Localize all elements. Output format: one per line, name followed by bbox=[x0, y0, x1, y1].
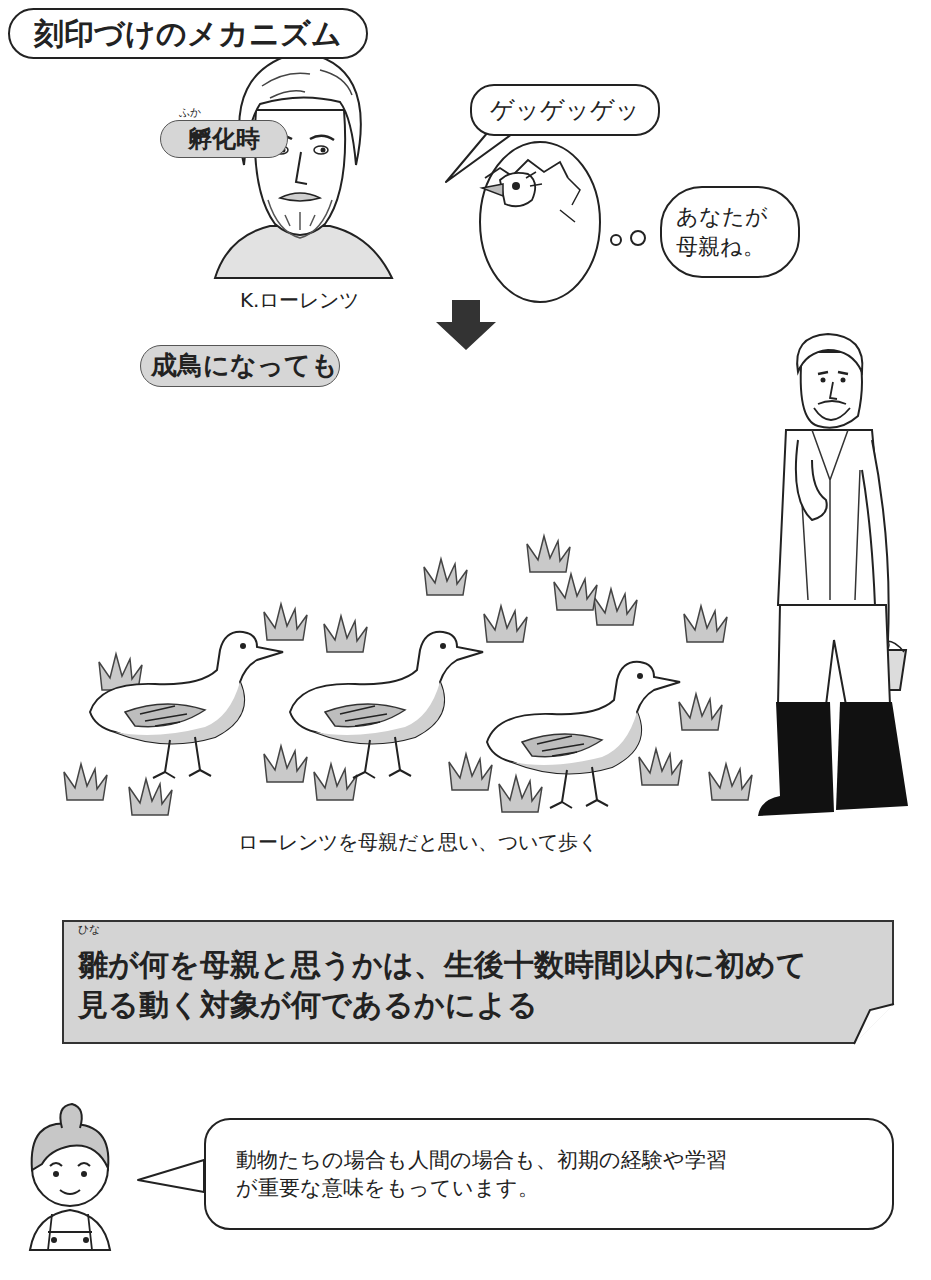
lorenz-figure bbox=[778, 605, 890, 705]
ruby-reading: ひな bbox=[78, 923, 100, 936]
grass bbox=[554, 574, 597, 610]
lorenz-figure bbox=[758, 334, 908, 816]
caption-label: ローレンツを母親だと思い、ついて歩く bbox=[238, 830, 598, 854]
grass bbox=[639, 749, 682, 785]
teacher-figure bbox=[51, 1237, 57, 1243]
teacher-figure bbox=[83, 1237, 89, 1243]
grass bbox=[709, 764, 752, 800]
grass bbox=[684, 606, 727, 642]
thought-dot bbox=[631, 231, 645, 245]
lorenz-portrait bbox=[280, 193, 320, 201]
teacher-figure bbox=[53, 1171, 59, 1177]
grass bbox=[324, 616, 367, 652]
title-heading: 刻印づけのメカニズム bbox=[8, 8, 368, 59]
lorenz-portrait bbox=[215, 52, 392, 278]
speech-bubble: ゲッゲッゲッ bbox=[470, 84, 660, 136]
egg-with-chick bbox=[512, 182, 520, 190]
grass bbox=[449, 754, 492, 790]
lorenz-figure bbox=[758, 702, 834, 816]
teacher-figure bbox=[30, 1210, 110, 1250]
grass bbox=[314, 764, 357, 800]
grass bbox=[264, 604, 307, 640]
lorenz-portrait bbox=[321, 148, 326, 153]
lorenz-figure bbox=[821, 378, 826, 383]
lorenz-portrait bbox=[268, 200, 332, 238]
lorenz-figure bbox=[814, 382, 850, 420]
lorenz-figure bbox=[797, 334, 862, 372]
lorenz-figure bbox=[801, 352, 862, 428]
teacher-figure bbox=[81, 1171, 87, 1177]
grass bbox=[64, 764, 107, 800]
teacher-figure bbox=[48, 1214, 92, 1250]
lorenz-figure bbox=[841, 378, 846, 383]
node-text: ゲッゲッゲッ bbox=[484, 94, 646, 126]
lorenz-figure bbox=[836, 702, 908, 810]
teacher-figure bbox=[50, 1163, 90, 1166]
duck bbox=[90, 632, 283, 778]
lorenz-portrait bbox=[314, 146, 328, 154]
grass bbox=[424, 559, 467, 595]
grass bbox=[527, 536, 570, 572]
ruby-reading: ふか bbox=[179, 106, 201, 119]
grass bbox=[264, 746, 307, 782]
section-pill: 成鳥になっても bbox=[140, 345, 340, 387]
node-text: 雛が何を母親と思うかは、生後十数時間以内に初めて 見る動く対象が何であるかによる bbox=[78, 945, 878, 1026]
egg-with-chick bbox=[482, 184, 503, 196]
egg-with-chick bbox=[526, 172, 542, 186]
node-text: 動物たちの場合も人間の場合も、初期の経験や学習 が重要な意味をもっています。 bbox=[236, 1146, 862, 1203]
lorenz-portrait bbox=[296, 152, 307, 184]
thought-dot bbox=[611, 235, 621, 245]
egg-with-chick bbox=[500, 173, 535, 206]
teacher-figure bbox=[30, 1104, 110, 1250]
node-text: あなたが 母親ね。 bbox=[676, 202, 784, 261]
thought-bubble: あなたが 母親ね。 bbox=[660, 186, 800, 278]
node-text: 孵化時 bbox=[171, 123, 277, 155]
grass bbox=[499, 776, 542, 812]
node-text: 成鳥になっても bbox=[151, 348, 329, 383]
egg-with-chick bbox=[480, 142, 600, 302]
teacher-figure bbox=[60, 1104, 81, 1128]
duck bbox=[487, 662, 680, 808]
teacher-figure bbox=[60, 1190, 80, 1194]
lorenz-figure bbox=[796, 440, 827, 520]
speech-bubble: 動物たちの場合も人間の場合も、初期の経験や学習 が重要な意味をもっています。 bbox=[204, 1118, 894, 1230]
egg-with-chick bbox=[560, 178, 580, 222]
duck bbox=[290, 632, 483, 778]
flow-arrow bbox=[436, 300, 496, 350]
lorenz-figure bbox=[818, 372, 848, 374]
grass bbox=[64, 536, 752, 815]
grass bbox=[594, 589, 637, 625]
grass bbox=[679, 694, 722, 730]
lorenz-portrait bbox=[262, 70, 352, 98]
grass bbox=[129, 779, 172, 815]
summary-box: 雛が何を母親と思うかは、生後十数時間以内に初めて 見る動く対象が何であるかによる bbox=[62, 920, 894, 1044]
caption-label: K.ローレンツ bbox=[240, 288, 359, 312]
section-pill: 孵化時 bbox=[160, 120, 288, 158]
egg-with-chick bbox=[480, 142, 600, 302]
grass bbox=[484, 606, 527, 642]
teacher-figure bbox=[32, 1123, 109, 1170]
speech-tail bbox=[138, 1160, 204, 1192]
